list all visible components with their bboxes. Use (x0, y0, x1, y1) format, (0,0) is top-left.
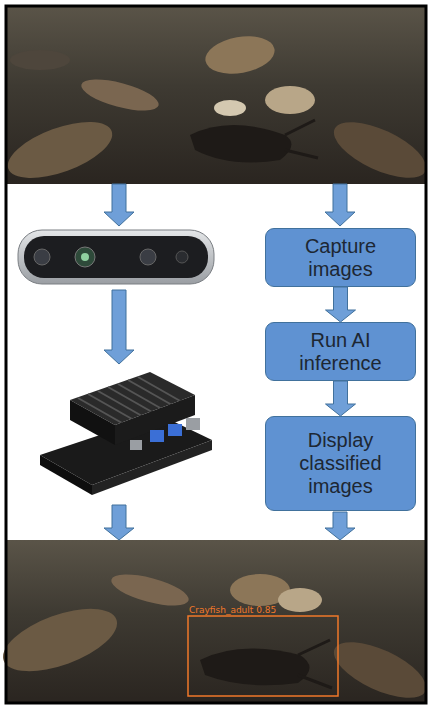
classified-photo (0, 540, 432, 709)
box-text: Capture images (274, 235, 407, 281)
process-box: Display classified images (265, 416, 416, 511)
box-text: Run AI inference (274, 329, 407, 375)
frame (6, 6, 426, 703)
detection-label: Crayfish_adult 0.85 (189, 605, 276, 615)
box-text: Display classified images (274, 429, 407, 498)
detection-box (188, 616, 338, 696)
embedded-board (40, 372, 212, 495)
depth-camera (18, 230, 214, 284)
flow-arrow (326, 381, 356, 416)
underwater-photo (1, 6, 432, 189)
flow-arrow (326, 287, 356, 322)
process-box: Run AI inference (265, 322, 416, 381)
process-box: Capture images (265, 228, 416, 287)
